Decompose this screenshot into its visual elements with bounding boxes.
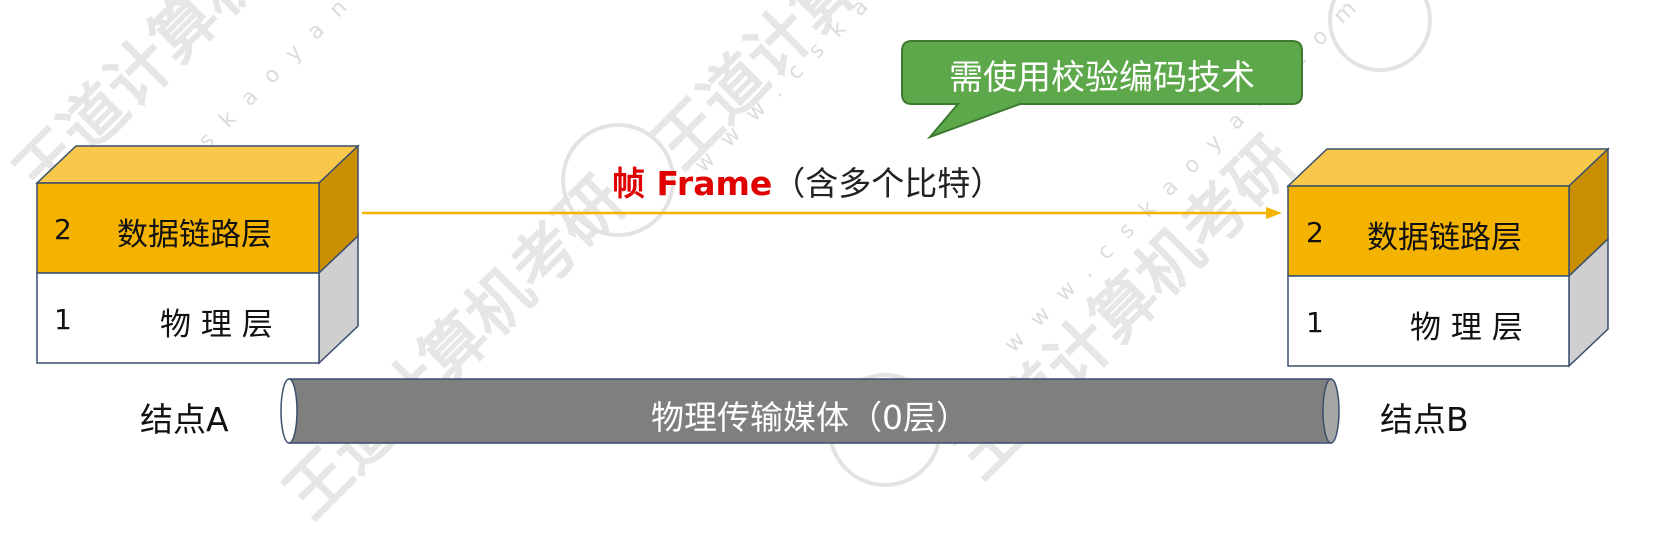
medium-label: 物理传输媒体（0层） (651, 398, 969, 437)
node-b-top-face (1286, 148, 1610, 187)
node-b-layer1-number: 1 (1306, 306, 1324, 339)
node-b-layer1-name: 物 理 层 (1410, 310, 1523, 346)
arrow-head (1266, 207, 1282, 219)
node-b-stack (1286, 147, 1610, 368)
medium-cylinder (280, 378, 1340, 444)
medium-left-cap (280, 378, 298, 444)
callout-shape (901, 40, 1303, 140)
node-b-layer2-name: 数据链路层 (1367, 220, 1522, 256)
frame-label-suffix: （含多个比特） (772, 164, 1004, 203)
diagram-shapes (35, 40, 1610, 444)
node-b-layer2-front (1287, 185, 1570, 277)
node-a-layer1-front (36, 272, 320, 364)
diagram-canvas: 王道计算机考研 王道计算机考研 王道计算机考研 王道计算机考研 www.cska… (1, 0, 1610, 533)
node-a-layer2-number: 2 (54, 213, 72, 246)
node-a-layer1-name: 物 理 层 (160, 307, 273, 343)
node-a-top-face (35, 145, 360, 184)
node-a-layer2-front (36, 182, 320, 274)
node-a-layer1-number: 1 (54, 303, 72, 336)
node-a-layer2-name: 数据链路层 (117, 217, 272, 253)
medium-right-cap (1322, 378, 1340, 444)
node-b-name: 结点B (1380, 400, 1469, 439)
node-b-layer2-number: 2 (1306, 216, 1324, 249)
frame-label: 帧 Frame（含多个比特） (612, 157, 1003, 205)
node-a-stack (35, 144, 360, 365)
frame-label-bold: 帧 Frame (612, 164, 773, 203)
node-a-name: 结点A (140, 400, 229, 439)
callout-text: 需使用校验编码技术 (949, 58, 1255, 98)
frame-arrow (362, 207, 1282, 219)
node-b-layer1-front (1287, 275, 1570, 367)
